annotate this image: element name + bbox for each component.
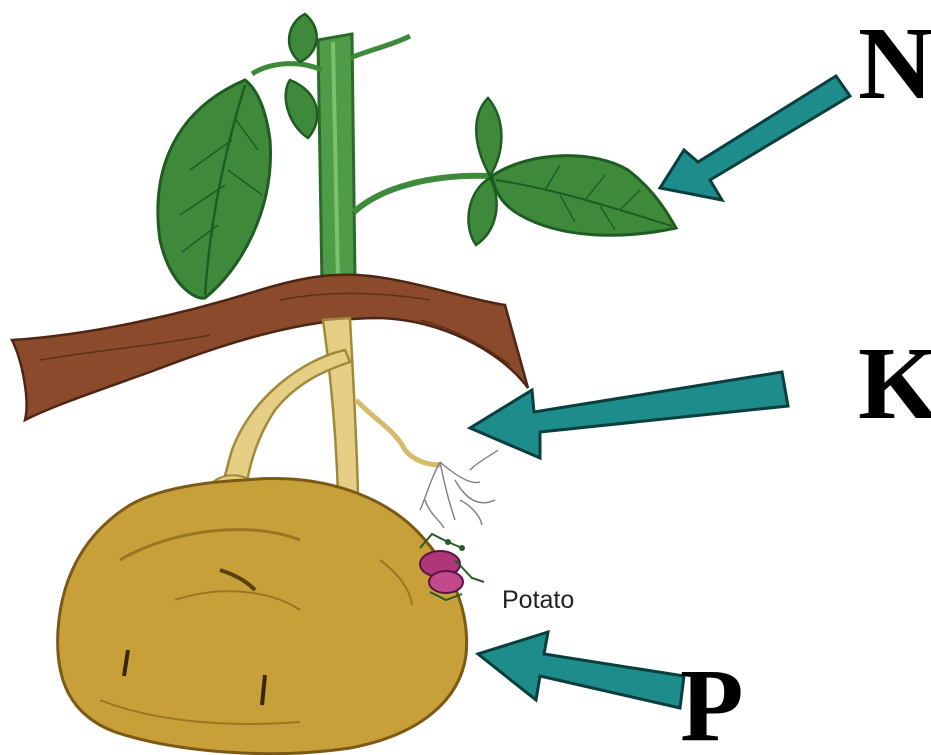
teal-arrow-icon-p: [478, 632, 684, 708]
left-leaf: [158, 80, 271, 298]
label-n: N: [858, 6, 931, 121]
fine-roots: [420, 450, 498, 528]
top-leaflets: [286, 14, 318, 138]
stolons: [205, 318, 440, 495]
stem: [318, 34, 355, 286]
label-p: P: [680, 648, 744, 755]
potato-tuber: [58, 479, 467, 754]
potato-label: Potato: [502, 586, 574, 614]
right-branch: [354, 98, 676, 245]
label-k: K: [858, 326, 931, 441]
teal-arrow-icon-n: [660, 76, 850, 200]
teal-arrow-icon-k: [470, 372, 788, 458]
